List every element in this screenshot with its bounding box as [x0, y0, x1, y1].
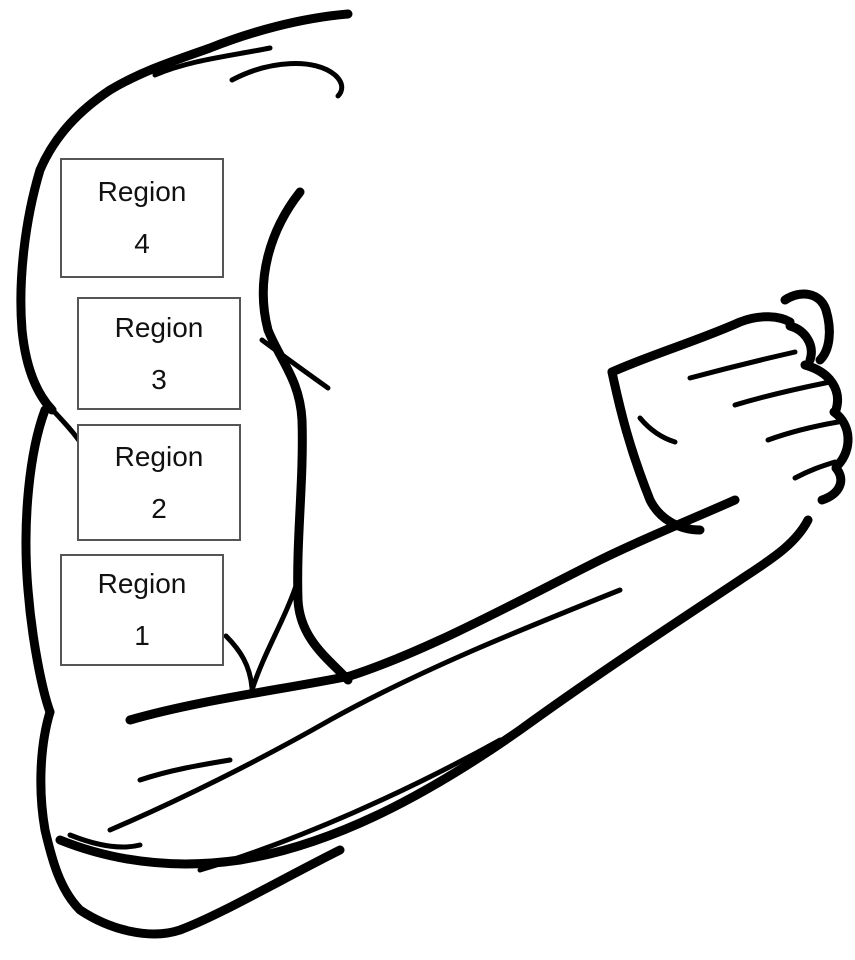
- region-4-text: Region: [98, 166, 187, 218]
- region-1-text: Region: [98, 558, 187, 610]
- tricep-line: [252, 580, 298, 690]
- region-4-number: 4: [134, 218, 150, 270]
- upper-arm-front-edge: [26, 410, 50, 712]
- knuckle-4: [822, 468, 841, 500]
- finger-line-4: [795, 462, 835, 478]
- elbow-crease-2: [140, 760, 230, 780]
- region-2-label: Region 2: [77, 424, 241, 541]
- finger-line-2: [735, 382, 830, 405]
- region-2-text: Region: [115, 431, 204, 483]
- elbow-tendon: [226, 636, 252, 688]
- deltoid-line: [232, 64, 342, 96]
- fist-back: [612, 317, 790, 372]
- region-2-number: 2: [151, 483, 167, 535]
- tricep-curve: [263, 192, 348, 680]
- region-4-label: Region 4: [60, 158, 224, 278]
- region-1-number: 1: [134, 610, 150, 662]
- region-3-text: Region: [115, 302, 204, 354]
- bicep-crease: [48, 405, 80, 442]
- region-1-label: Region 1: [60, 554, 224, 666]
- finger-line-3: [768, 422, 838, 440]
- elbow-outline: [41, 712, 340, 934]
- fist-wrist: [612, 372, 700, 530]
- region-3-label: Region 3: [77, 297, 241, 410]
- palm-crease: [640, 418, 675, 442]
- forearm-muscle-line-2: [200, 740, 500, 870]
- region-3-number: 3: [151, 354, 167, 406]
- finger-line-1: [690, 352, 795, 378]
